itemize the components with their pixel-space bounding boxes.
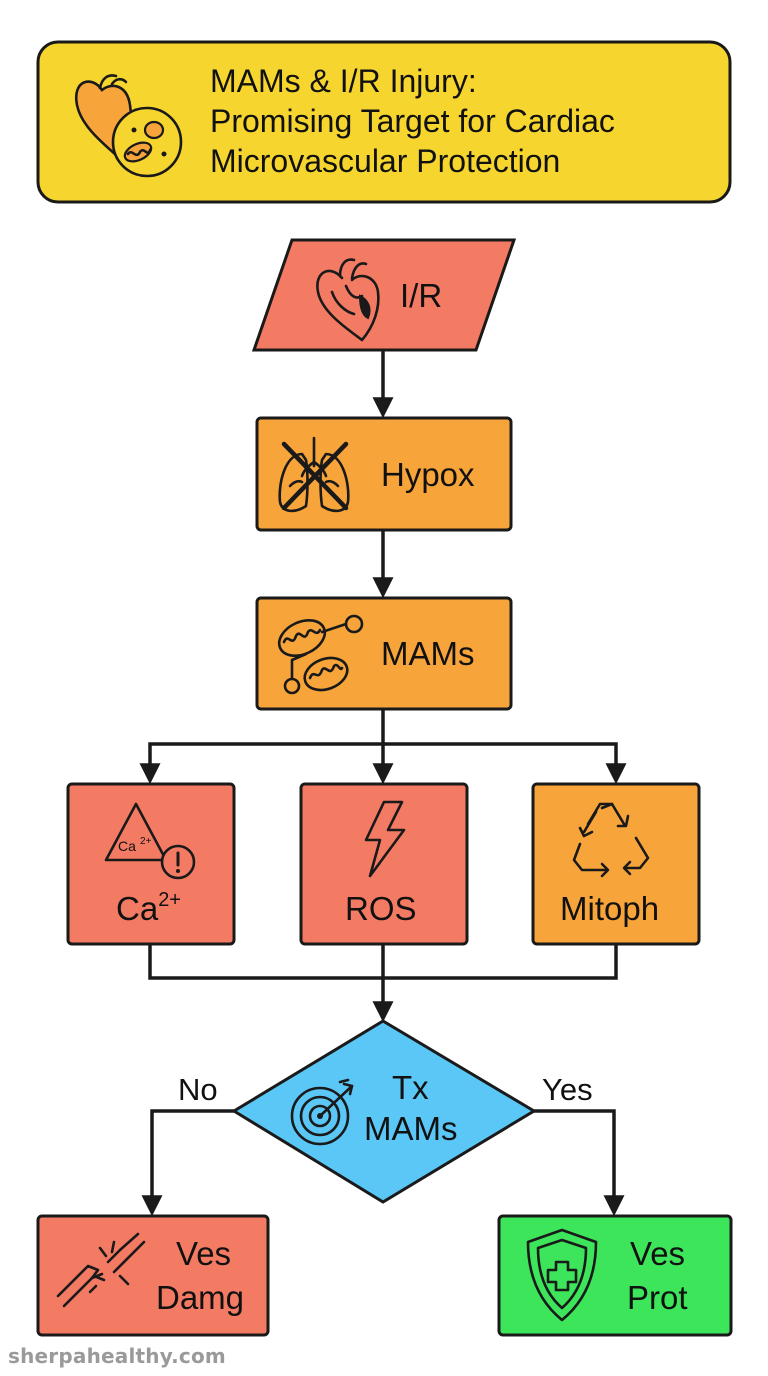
shield-plus-icon [526,1228,598,1322]
decision-diamond: Tx MAMs [231,1019,537,1204]
node-ca: Ca 2+ Ca2+ [66,782,236,946]
broken-vessel-icon [56,1232,146,1308]
lightning-icon [364,800,406,878]
ves-prot-line-1: Ves [630,1235,685,1272]
node-ves-damg: Ves Damg [36,1214,270,1337]
target-icon [290,1078,354,1146]
title-line-1: MAMs & I/R Injury: [210,63,477,99]
heart-cell-icon [74,74,183,178]
ves-prot-line-2: Prot [627,1279,688,1316]
ir-label: I/R [400,277,442,314]
ca-label: Ca2+ [116,889,181,927]
node-mitoph: Mitoph [531,782,701,946]
branch-yes-label: Yes [542,1072,593,1107]
mams-label: MAMs [381,635,475,672]
title-line-2: Promising Target for Cardiac [210,103,615,139]
hypox-label: Hypox [381,456,475,493]
heart-icon [316,258,380,342]
arrow-mams-ca [139,742,383,785]
decision-line-1: Tx [392,1069,429,1106]
lungs-crossed-icon [278,436,350,513]
ros-label: ROS [345,890,417,927]
mitoph-label: Mitoph [560,890,659,927]
mitochondria-link-icon [277,614,364,695]
decision-line-2: MAMs [364,1110,458,1147]
arrow-no-branch [141,1109,234,1217]
ves-damg-line-2: Damg [156,1279,244,1316]
title-line-3: Microvascular Protection [210,143,560,179]
merge-mitoph [383,944,618,980]
recycle-icon [572,802,650,878]
ves-damg-line-1: Ves [176,1235,231,1272]
calcium-warning-icon: Ca 2+ [104,802,196,880]
node-mams: MAMs [255,596,513,711]
branch-no-label: No [178,1072,218,1107]
merge-ca [148,944,383,980]
node-ves-prot: Ves Prot [497,1214,733,1337]
watermark: sherpahealthy.com [8,1344,226,1368]
ca-icon-text: Ca [118,838,136,854]
node-ros: ROS [299,782,469,946]
ca-icon-sup: 2+ [140,836,152,847]
node-hypox: Hypox [255,416,513,532]
node-ir: I/R [251,238,517,352]
arrow-yes-branch [534,1109,625,1217]
arrow-mams-mitoph [383,742,627,785]
connectors [139,350,627,1217]
title-box: MAMs & I/R Injury: Promising Target for … [36,40,732,204]
